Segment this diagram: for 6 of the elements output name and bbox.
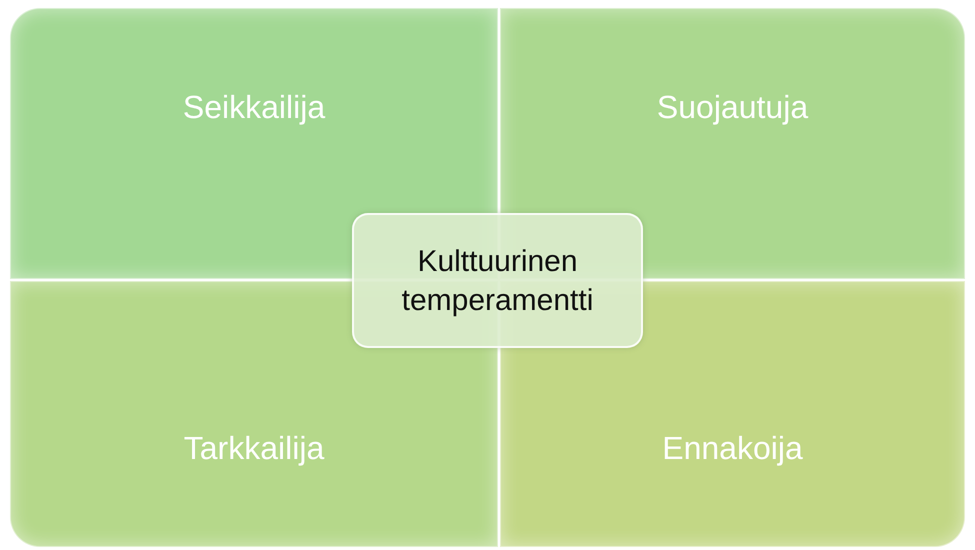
quadrant-label: Seikkailija: [182, 89, 326, 127]
quadrant-label: Tarkkailija: [184, 430, 324, 468]
center-title: Kulttuurinen temperamentti: [400, 244, 594, 318]
center-box: [352, 213, 643, 348]
quadrant-label: Ennakoija: [662, 430, 803, 468]
quadrant-label: Suojautuja: [656, 89, 808, 127]
